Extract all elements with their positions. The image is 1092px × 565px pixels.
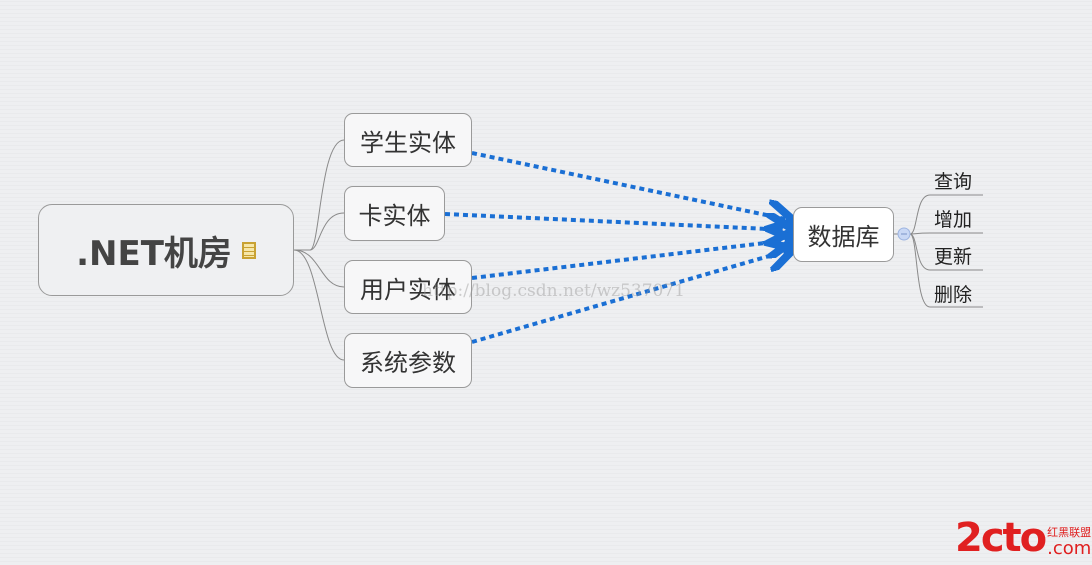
- child-node-params[interactable]: 系统参数: [344, 333, 472, 388]
- root-node[interactable]: .NET机房: [38, 204, 294, 296]
- root-label: .NET机房: [76, 233, 232, 274]
- child-label: 系统参数: [360, 349, 456, 377]
- child-label: 用户实体: [360, 275, 456, 304]
- child-node-student[interactable]: 学生实体: [344, 113, 472, 167]
- watermark: http://blog.csdn.net/wz537071: [422, 281, 685, 301]
- leaf-delete[interactable]: 删除: [934, 284, 973, 306]
- logo-tag: 红黑联盟: [1047, 526, 1092, 539]
- child-label: 卡实体: [358, 202, 431, 230]
- leaf-add[interactable]: 增加: [934, 209, 973, 231]
- note-icon[interactable]: [241, 241, 256, 259]
- arrow-user: [471, 240, 790, 280]
- logo-main: 2cto: [955, 515, 1047, 561]
- leaf-query[interactable]: 查询: [934, 171, 973, 193]
- database-label: 数据库: [807, 223, 880, 251]
- child-label: 学生实体: [360, 128, 456, 157]
- site-logo: 2cto 红黑联盟 .com: [955, 518, 1091, 558]
- arrow-card: [444, 212, 790, 230]
- child-node-card[interactable]: 卡实体: [344, 186, 445, 241]
- logo-suffix: .com: [1047, 538, 1092, 559]
- database-node[interactable]: 数据库: [793, 207, 894, 262]
- child-node-user[interactable]: 用户实体: [344, 260, 472, 314]
- leaf-update[interactable]: 更新: [934, 246, 973, 268]
- arrow-params: [471, 250, 790, 344]
- arrow-student: [471, 151, 790, 220]
